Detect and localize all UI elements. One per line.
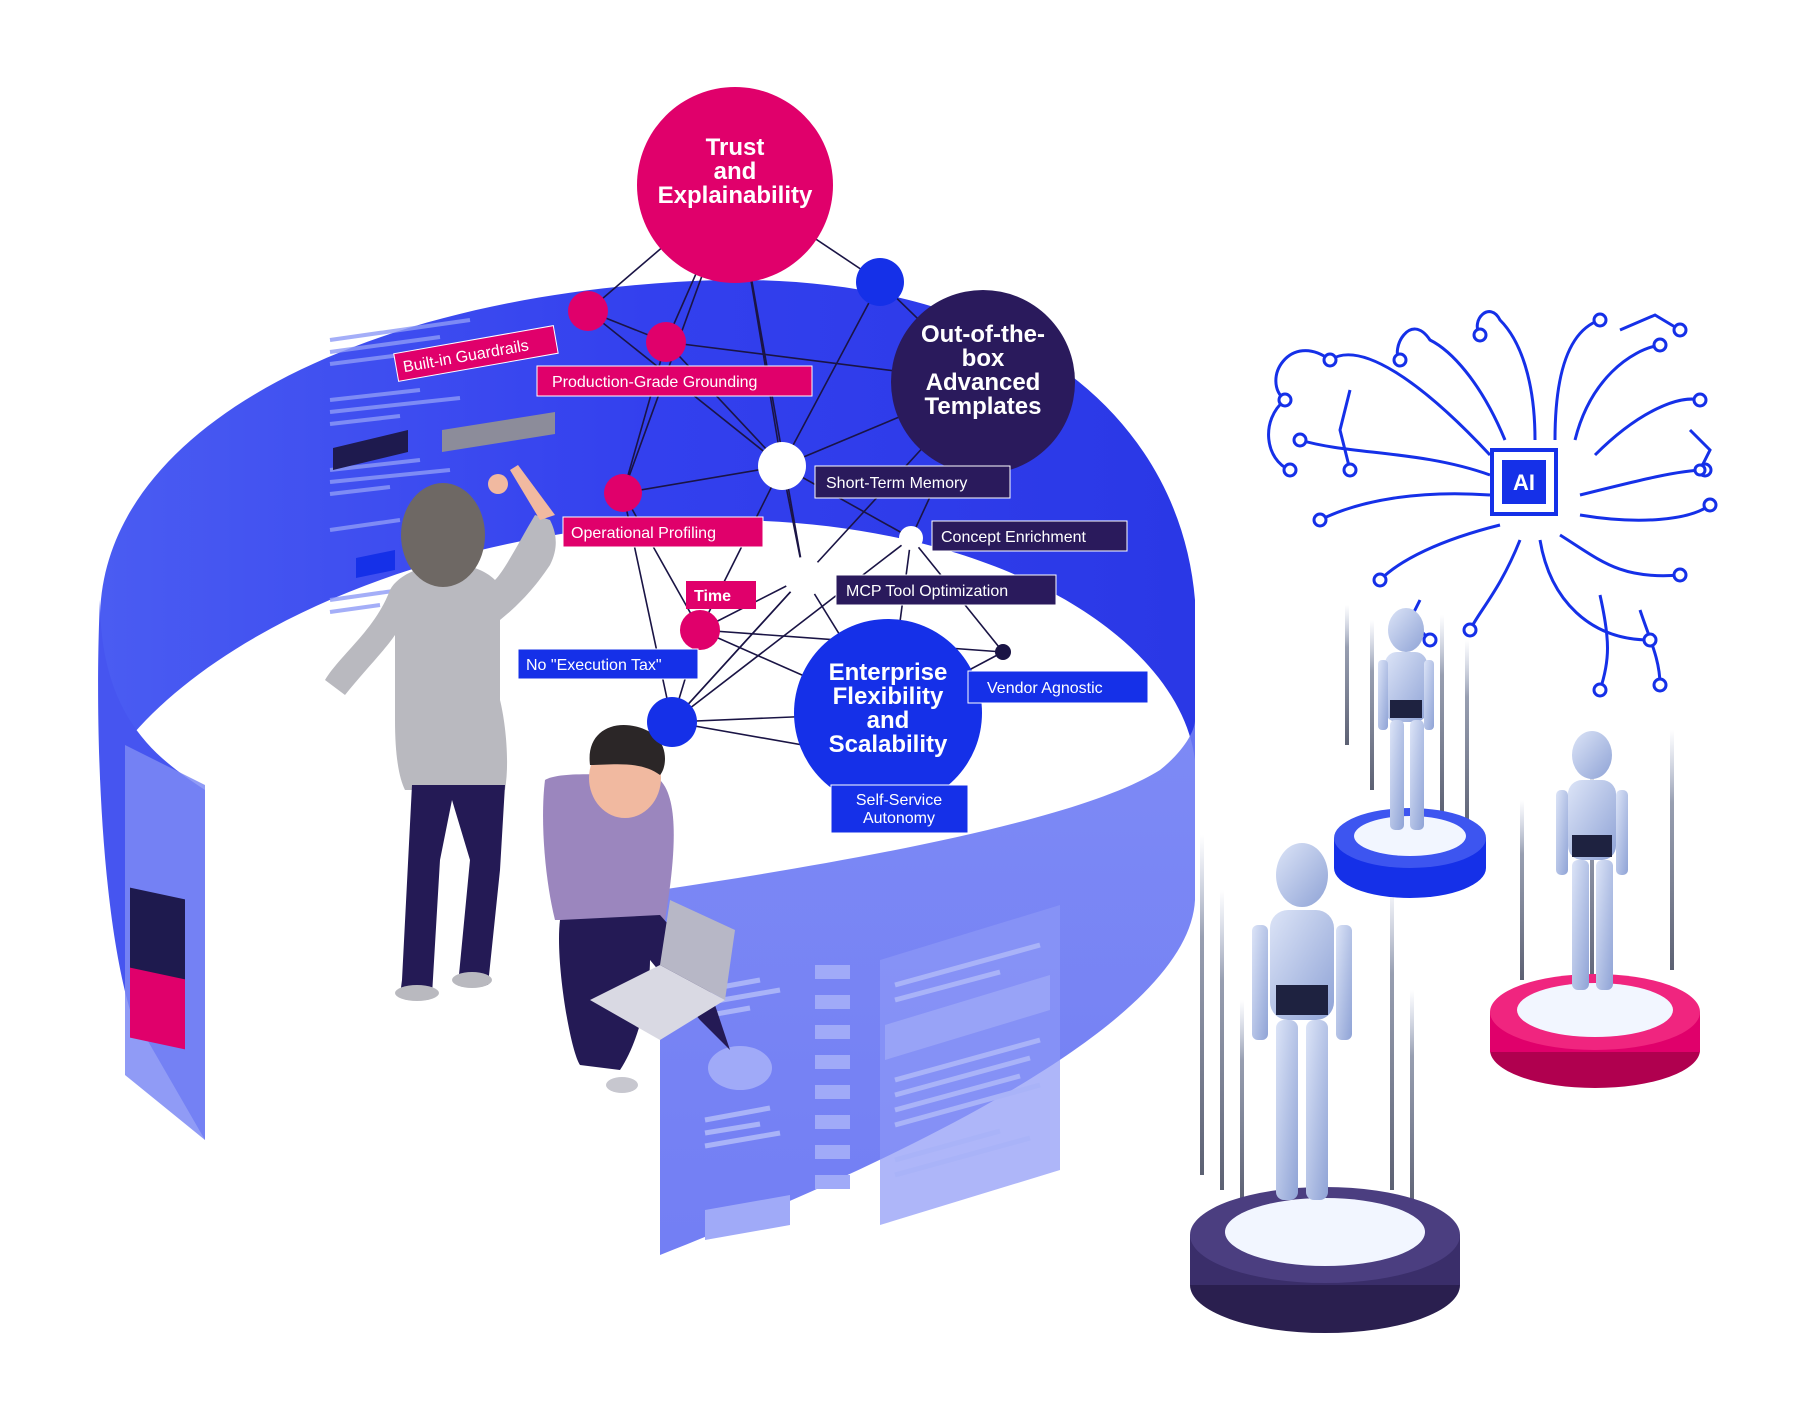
node-blue-1 (856, 258, 904, 306)
woman-figure (325, 465, 556, 1001)
label-operational-profiling: Operational Profiling (562, 516, 764, 548)
hub-enterprise-line4: Scalability (829, 731, 948, 758)
screen-bar-gray (442, 412, 555, 452)
node-white-3 (899, 526, 923, 550)
node-white-1 (758, 442, 806, 490)
laptop (590, 965, 725, 1040)
man-figure (543, 725, 735, 1093)
front-panel-content (704, 905, 1060, 1240)
node-magenta-2 (646, 322, 686, 362)
node-magenta-3 (604, 474, 642, 512)
hub-enterprise-line2: Flexibility (833, 683, 944, 710)
hub-enterprise-line1: Enterprise (829, 659, 948, 686)
node-navy-1 (995, 644, 1011, 660)
label-production-grade-grounding: Production-Grade Grounding (536, 365, 813, 397)
hub-templates-line3: Advanced (926, 369, 1041, 396)
label-self-service-autonomy: Self-Service Autonomy (830, 784, 969, 834)
hub-trust-line3: Explainability (658, 182, 813, 209)
pedestal-dark (1190, 1187, 1460, 1333)
node-white-2 (784, 557, 824, 597)
label-autonomy-text: Autonomy (863, 810, 935, 827)
label-short-term-memory-text: Short-Term Memory (826, 475, 967, 492)
hub-templates-line1: Out-of-the- (921, 321, 1045, 348)
label-time-text: Time (694, 588, 731, 605)
robot-right (1556, 731, 1628, 990)
label-production-grade-grounding-text: Production-Grade Grounding (552, 374, 757, 391)
hub-templates-line4: Templates (925, 393, 1042, 420)
label-self-service-text: Self-Service (856, 792, 942, 809)
node-blue-2 (647, 697, 697, 747)
hub-templates: Out-of-the- box Advanced Templates (891, 290, 1075, 474)
label-concept-enrichment: Concept Enrichment (931, 520, 1128, 552)
label-mcp-tool-optimization-text: MCP Tool Optimization (846, 583, 1008, 600)
left-panel-chart-pink (130, 967, 185, 1050)
label-no-execution-tax-text: No "Execution Tax" (526, 657, 662, 674)
hub-trust-line1: Trust (706, 134, 765, 161)
ai-chip-icon: AI (1490, 448, 1558, 516)
label-vendor-agnostic: Vendor Agnostic (967, 670, 1149, 704)
hub-trust-line2: and (714, 158, 757, 185)
robot-back (1378, 608, 1434, 830)
screen-bar-dark (333, 430, 408, 470)
label-mcp-tool-optimization: MCP Tool Optimization (835, 574, 1057, 606)
screen-bar-blue (356, 550, 395, 578)
label-vendor-agnostic-text: Vendor Agnostic (987, 680, 1103, 697)
node-magenta-4 (680, 610, 720, 650)
hub-templates-line2: box (962, 345, 1005, 372)
label-no-execution-tax: No "Execution Tax" (517, 648, 699, 680)
label-operational-profiling-text: Operational Profiling (571, 525, 716, 542)
hub-trust: Trust and Explainability (637, 87, 833, 283)
pedestal-pink (1490, 974, 1700, 1088)
left-panel-chart-dark (130, 887, 185, 990)
label-concept-enrichment-text: Concept Enrichment (941, 529, 1087, 546)
pedestal-blue (1334, 808, 1486, 898)
hub-enterprise: Enterprise Flexibility and Scalability (794, 619, 982, 807)
light-beams (1200, 605, 1674, 1210)
label-time: Time (686, 581, 756, 609)
robot-front (1252, 843, 1352, 1200)
node-magenta-1 (568, 291, 608, 331)
label-short-term-memory: Short-Term Memory (814, 465, 1011, 499)
ai-chip-label: AI (1513, 470, 1535, 495)
hub-enterprise-line3: and (867, 707, 910, 734)
